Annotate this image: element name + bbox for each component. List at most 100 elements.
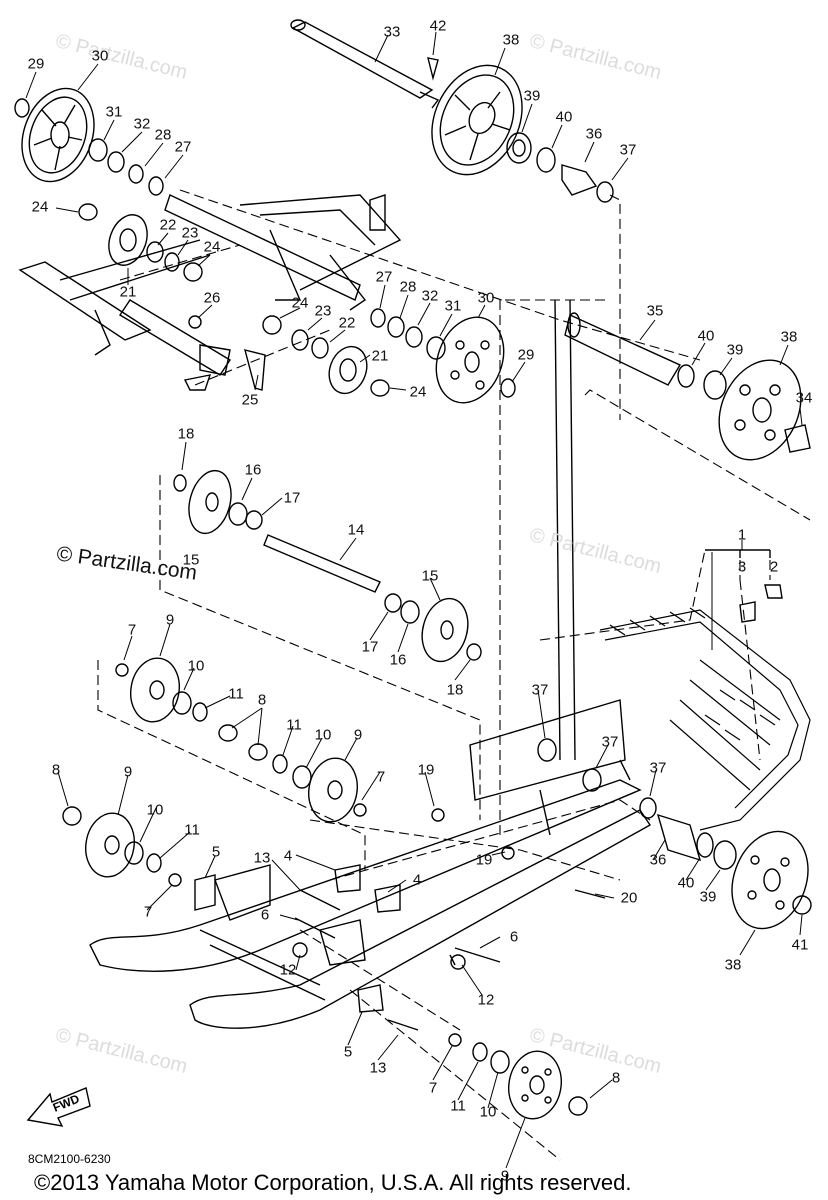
wheel-9-mid [308, 757, 358, 823]
wheel-9-bottom [508, 1050, 562, 1120]
callout-label: 25 [241, 391, 259, 409]
callout-label: 13 [369, 1059, 387, 1077]
callout-label: 10 [314, 726, 332, 744]
callout-label: 3 [737, 558, 747, 576]
bushing-24 [78, 203, 98, 221]
callout-label: 24 [291, 294, 309, 312]
copyright-notice: ©2013 Yamaha Motor Corporation, U.S.A. A… [34, 1170, 632, 1195]
callout-label: 39 [726, 341, 744, 359]
callout-label: 26 [203, 289, 221, 307]
wheel-15-left [188, 469, 232, 535]
callout-label: 7 [127, 621, 137, 639]
callout-label: 11 [184, 821, 200, 839]
callout-label: 4 [283, 847, 293, 865]
shaft-33 [290, 19, 440, 109]
frame-rods [554, 299, 576, 761]
callout-label: 42 [429, 17, 447, 35]
callout-label: 15 [421, 567, 439, 585]
callout-label: 6 [509, 928, 519, 946]
callout-label: 21 [119, 283, 137, 301]
callout-label: 9 [165, 611, 175, 629]
callout-label: 13 [253, 849, 271, 867]
callout-label: 37 [649, 759, 667, 777]
callout-label: 37 [601, 733, 619, 751]
callout-label: 40 [697, 327, 715, 345]
callout-label: 38 [780, 328, 798, 346]
callout-label: 31 [444, 297, 462, 315]
callout-label: 22 [159, 216, 177, 234]
wheel-30-mid [435, 316, 505, 404]
callout-label: 37 [531, 681, 549, 699]
callout-label: 40 [677, 874, 695, 892]
callout-label: 8 [51, 761, 61, 779]
callout-label: 29 [27, 55, 45, 73]
bracket-4-a [334, 864, 361, 893]
bracket-5 [194, 874, 216, 911]
clip-3 [739, 601, 756, 623]
callout-label: 11 [228, 685, 244, 703]
callout-label: 19 [417, 761, 435, 779]
callout-label: 36 [585, 125, 603, 143]
callout-label: 12 [279, 961, 297, 979]
callout-label: 6 [260, 906, 270, 924]
callout-label: 38 [502, 31, 520, 49]
callout-label: 11 [450, 1097, 466, 1115]
collar-34 [784, 424, 811, 453]
wheel-38-right [718, 359, 802, 461]
callout-label: 5 [343, 1043, 353, 1061]
bracket-4-b [374, 884, 401, 913]
callout-label: 16 [244, 461, 262, 479]
callout-label: 22 [338, 314, 356, 332]
callout-label: 35 [646, 302, 664, 320]
upper-arm-assembly [18, 194, 402, 391]
callout-label: 41 [791, 936, 809, 954]
callout-label: 1 [737, 526, 747, 544]
bearing-39-top [506, 132, 532, 164]
callout-label: 38 [724, 956, 742, 974]
callout-label: 24 [203, 238, 221, 256]
callout-label: 11 [286, 716, 302, 734]
callout-label: 21 [371, 347, 389, 365]
shaft-14 [263, 534, 381, 593]
callout-label: 10 [187, 657, 205, 675]
callout-label: 32 [421, 287, 439, 305]
callout-label: 10 [479, 1103, 497, 1121]
wheel-9-upper-left [130, 657, 180, 723]
callout-label: 7 [376, 768, 386, 786]
slide-rails [89, 699, 652, 1029]
washer-37-top [596, 181, 614, 203]
callout-label: 5 [211, 843, 221, 861]
callout-label: 4 [412, 871, 422, 889]
wheel-38-lower [731, 830, 809, 930]
collar-36-lower [656, 813, 702, 862]
callout-label: 32 [133, 115, 151, 133]
callout-label: 28 [399, 278, 417, 296]
callout-label: 17 [361, 638, 379, 656]
callout-label: 7 [428, 1079, 438, 1097]
callout-label: 8 [257, 691, 267, 709]
callout-label: 20 [620, 889, 638, 907]
callout-label: 10 [146, 801, 164, 819]
callout-label: 9 [500, 1167, 510, 1185]
callout-label: 8 [611, 1069, 621, 1087]
callout-label: 16 [389, 651, 407, 669]
callout-label: 19 [475, 851, 493, 869]
callout-label: 23 [181, 224, 199, 242]
callout-label: 39 [699, 888, 717, 906]
drawing-code: 8CM2100-6230 [28, 1152, 111, 1166]
callout-label: 39 [523, 87, 541, 105]
callout-label: 29 [517, 346, 535, 364]
shaft-35 [564, 314, 682, 386]
wheel-9-lower-left [85, 812, 135, 878]
callout-label: 31 [105, 103, 123, 121]
wheel-30-left [21, 87, 95, 183]
callout-label: 15 [182, 551, 200, 569]
ring-40-top [536, 147, 556, 173]
callout-label: 23 [314, 302, 332, 320]
callout-label: 24 [409, 383, 427, 401]
callout-label: 27 [375, 268, 393, 286]
leader-lines [25, 31, 803, 1169]
bolt-25 [244, 349, 266, 391]
callout-label: 7 [143, 903, 153, 921]
